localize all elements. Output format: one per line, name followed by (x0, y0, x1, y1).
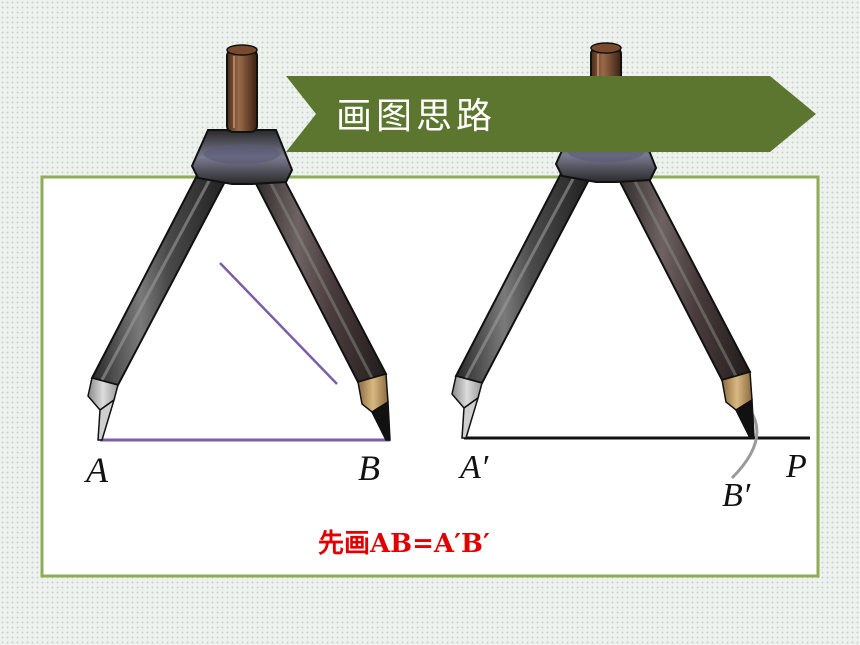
label-a: A (84, 450, 109, 490)
label-b-prime: B′ (722, 477, 751, 514)
label-p: P (785, 448, 807, 485)
content-frame (40, 175, 820, 578)
caption-text: 先画AB=A′B′ (318, 529, 490, 559)
left-figure: A B (84, 43, 392, 490)
title-banner: 画图思路 (286, 76, 816, 152)
label-b: B (358, 448, 380, 488)
radius-line (219, 262, 338, 385)
right-figure: A′ B′ P (450, 41, 810, 514)
banner-title: 画图思路 (336, 96, 496, 137)
label-a-prime: A′ (458, 449, 489, 486)
